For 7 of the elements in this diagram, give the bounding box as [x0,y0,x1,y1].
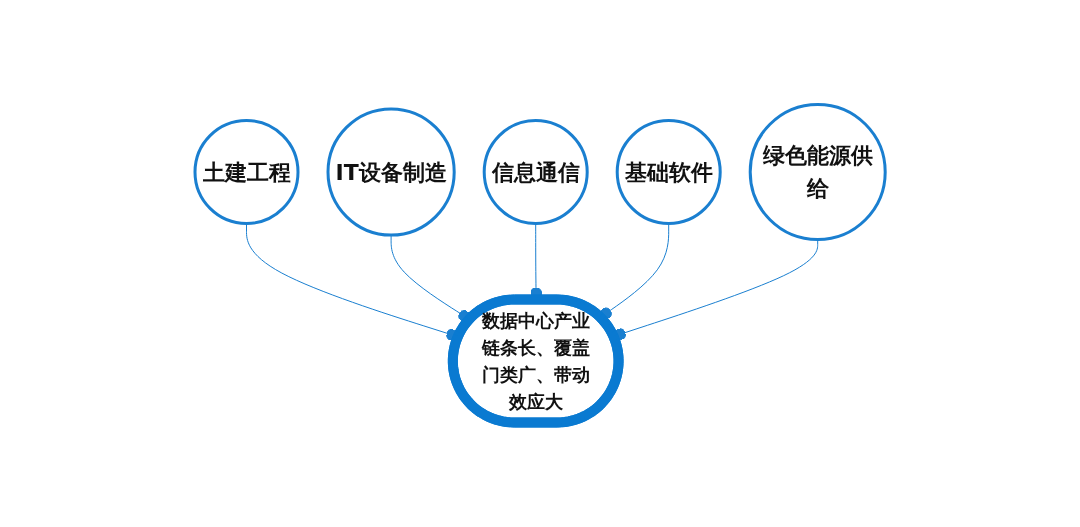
node-circle: IT设备制造 [326,107,456,237]
node-circle: 信息通信 [482,119,589,225]
connector [599,223,670,320]
node-circle: 绿色能源供给 [748,103,887,241]
connector [390,234,471,323]
node-circle: 基础软件 [615,119,722,225]
node-circle: 土建工程 [193,119,300,225]
